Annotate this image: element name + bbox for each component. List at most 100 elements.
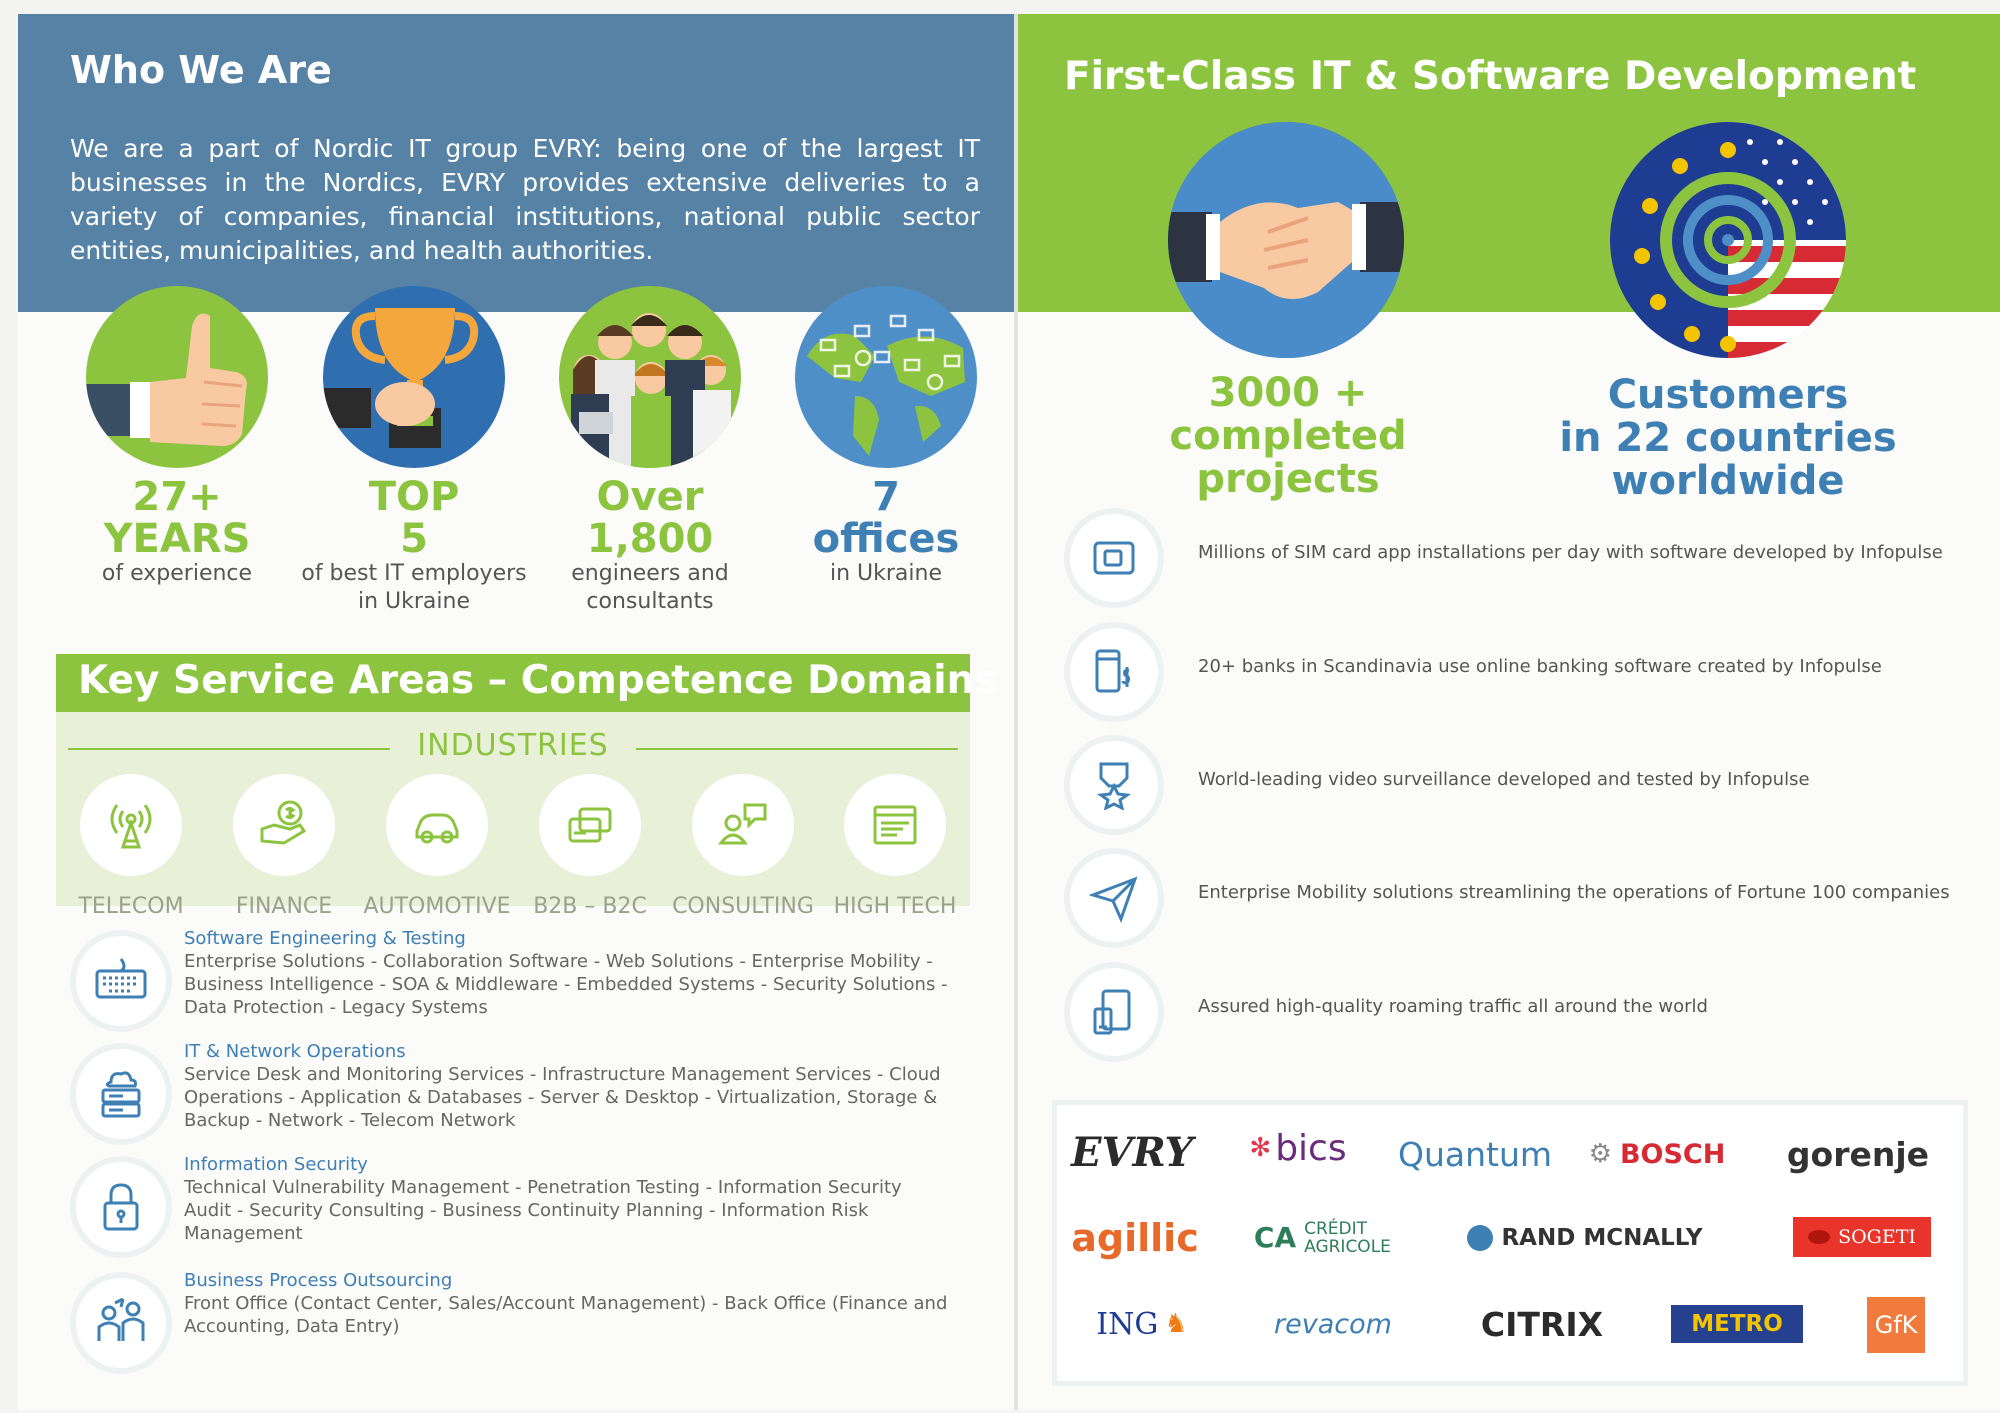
devices-icon (1064, 962, 1164, 1062)
stat-offices-caption: in Ukraine (829, 561, 942, 586)
feature-surveillance: World-leading video surveillance develop… (1064, 735, 1964, 835)
service-desc-line: Operations - Application & Databases - S… (184, 1087, 938, 1108)
logo-citrix: CITRIX (1480, 1304, 1604, 1344)
client-logos-panel: EVRY ✻bics Quantum ⚙BOSCH gorenje agilli… (1052, 1100, 1968, 1386)
money-hand-icon (233, 774, 335, 876)
projects-stat: 3000 + completed projects (1118, 372, 1458, 501)
feature-text: Enterprise Mobility solutions streamlini… (1198, 882, 1950, 903)
industry-telecom: TELECOM (56, 774, 206, 919)
industry-label: AUTOMOTIVE (363, 894, 511, 919)
service-title: Software Engineering & Testing (184, 928, 466, 949)
logo-sogeti: SOGETI (1793, 1217, 1931, 1257)
key-service-areas-header: Key Service Areas – Competence Domains (56, 654, 998, 712)
feature-sim-card: Millions of SIM card app installations p… (1064, 508, 1964, 608)
stat-top: TOP 5 of best IT employers in Ukraine (296, 286, 532, 616)
bosch-mark-icon: ⚙ (1588, 1139, 1612, 1169)
stat-top-caption: of best IT employers (301, 561, 527, 586)
service-desc-line: Data Protection - Legacy Systems (184, 997, 488, 1018)
service-title: IT & Network Operations (184, 1041, 406, 1062)
logo-agillic: agillic (1071, 1216, 1199, 1260)
service-information-security: Information Security Technical Vulnerabi… (56, 1154, 970, 1264)
stat-engineers: Over 1,800 engineers and consultants (532, 286, 768, 616)
service-desc-line: Service Desk and Monitoring Services - I… (184, 1064, 941, 1085)
sim-card-icon (1064, 508, 1164, 608)
stat-years-value: 27+ (132, 474, 222, 520)
logo-gorenje: gorenje (1786, 1134, 1930, 1174)
antenna-icon (80, 774, 182, 876)
globe-icon (795, 286, 977, 468)
industry-b2b-b2c: B2B – B2C (515, 774, 665, 919)
customers-stat-line: in 22 countries (1559, 415, 1897, 461)
feature-banking: 20+ banks in Scandinavia use online bank… (1064, 622, 1964, 722)
customers-stat-line: Customers (1607, 372, 1849, 418)
logo-rand-mcnally-text: RAND MCNALLY (1501, 1225, 1703, 1251)
feature-enterprise-mobility: Enterprise Mobility solutions streamlini… (1064, 848, 1964, 948)
logo-bics: ✻bics (1233, 1123, 1363, 1173)
service-title: Business Process Outsourcing (184, 1270, 453, 1291)
stat-years-caption: of experience (101, 561, 253, 586)
stat-top-caption-2: in Ukraine (357, 589, 470, 614)
feature-text: Assured high-quality roaming traffic all… (1198, 996, 1708, 1017)
industry-consulting: CONSULTING (668, 774, 818, 919)
trophy-icon (323, 286, 505, 468)
industry-automotive: AUTOMOTIVE (362, 774, 512, 919)
projects-stat-value: 3000 + (1208, 370, 1368, 416)
key-service-areas-title: Key Service Areas – Competence Domains (78, 658, 998, 703)
service-desc-line: Enterprise Solutions - Collaboration Sof… (184, 951, 933, 972)
stat-engineers-caption-2: consultants (586, 589, 714, 614)
service-desc-line: Management (184, 1223, 303, 1244)
browser-icon (844, 774, 946, 876)
page-fold (1014, 14, 1018, 1410)
logo-revacom: revacom (1274, 1308, 1392, 1340)
industry-label: B2B – B2C (533, 894, 647, 919)
logo-bics-text: bics (1275, 1127, 1347, 1169)
logo-metro: METRO (1671, 1305, 1803, 1343)
stat-offices: 7 offices in Ukraine (768, 286, 1004, 588)
industry-finance: FINANCE (209, 774, 359, 919)
handshake-icon (1168, 122, 1404, 358)
industries-label: INDUSTRIES (417, 728, 609, 763)
industry-label: HIGH TECH (833, 894, 957, 919)
rand-mcnally-mark-icon (1467, 1225, 1494, 1251)
service-it-network-operations: IT & Network Operations Service Desk and… (56, 1041, 970, 1151)
logo-rand-mcnally: RAND MCNALLY (1465, 1213, 1705, 1263)
divider (636, 748, 958, 750)
service-description: Enterprise Solutions - Collaboration Sof… (184, 950, 964, 1019)
logo-ing: ING♞ (1077, 1299, 1207, 1349)
cards-icon (539, 774, 641, 876)
award-badge-icon (1064, 735, 1164, 835)
thumbs-up-icon (86, 286, 268, 468)
service-business-process-outsourcing: Business Process Outsourcing Front Offic… (56, 1270, 970, 1374)
server-cloud-icon (70, 1043, 172, 1145)
customers-stat-line: worldwide (1611, 458, 1845, 504)
stat-top-value: 5 (400, 516, 428, 562)
customers-stat: Customers in 22 countries worldwide (1518, 374, 1938, 503)
industry-label: CONSULTING (672, 894, 814, 919)
service-desc-line: Front Office (Contact Center, Sales/Acco… (184, 1293, 948, 1314)
paper-plane-icon (1064, 848, 1164, 948)
projects-stat-line: completed (1169, 413, 1407, 459)
stat-offices-value: 7 (872, 474, 900, 520)
consultant-icon (692, 774, 794, 876)
who-we-are-header: Who We Are We are a part of Nordic IT gr… (18, 14, 1014, 312)
projects-stat-line: projects (1196, 456, 1380, 502)
left-page: Who We Are We are a part of Nordic IT gr… (18, 14, 1014, 1410)
feature-roaming: Assured high-quality roaming traffic all… (1064, 962, 1964, 1062)
keyboard-icon (70, 930, 172, 1032)
bics-mark-icon: ✻ (1249, 1133, 1272, 1163)
stat-offices-unit: offices (812, 516, 960, 562)
first-class-title: First-Class IT & Software Development (1064, 54, 1917, 99)
stat-top-label: TOP (368, 474, 460, 520)
eu-us-flag-icon (1610, 122, 1846, 358)
logo-ing-text: ING (1096, 1306, 1159, 1342)
service-software-engineering: Software Engineering & Testing Enterpris… (56, 928, 970, 1038)
service-description: Technical Vulnerability Management - Pen… (184, 1176, 964, 1245)
service-description: Front Office (Contact Center, Sales/Acco… (184, 1292, 964, 1338)
first-class-header: First-Class IT & Software Development (1018, 14, 2000, 312)
feature-text: 20+ banks in Scandinavia use online bank… (1198, 656, 1882, 677)
service-desc-line: Accounting, Data Entry) (184, 1316, 400, 1337)
logo-quantum: Quantum (1397, 1134, 1553, 1174)
stat-engineers-caption: engineers and (571, 561, 729, 586)
stat-engineers-value: 1,800 (586, 516, 714, 562)
service-desc-line: Backup - Network - Telecom Network (184, 1110, 516, 1131)
